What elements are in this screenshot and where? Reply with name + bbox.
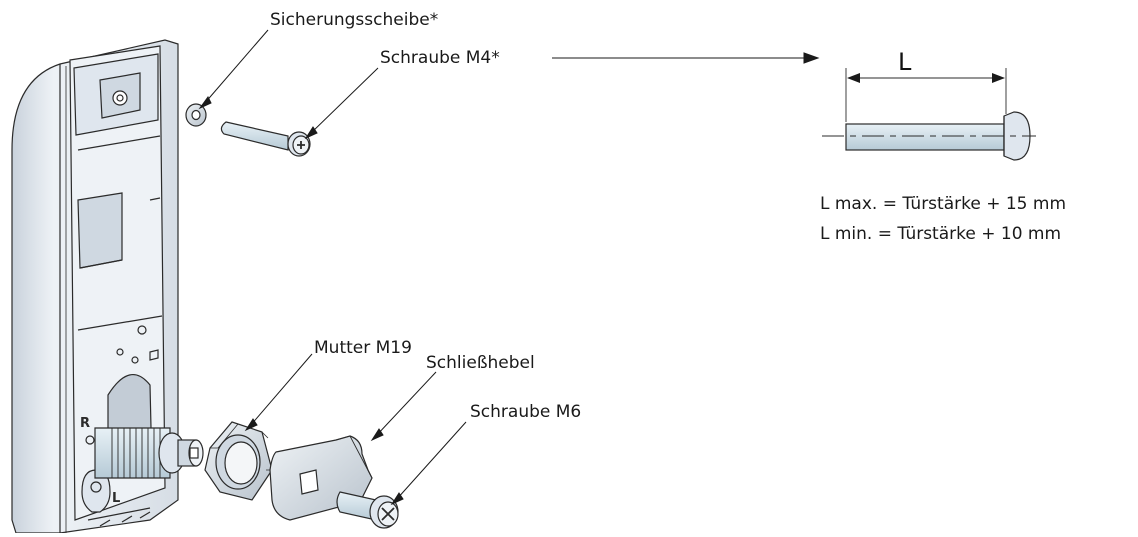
label-sicherungsscheibe: Sicherungsscheibe* [270, 10, 439, 30]
formula-l-min: L min. = Türstärke + 10 mm [820, 224, 1062, 244]
label-schraube-m4: Schraube M4* [380, 48, 500, 68]
screw-m4 [220, 121, 311, 157]
label-schraube-m6: Schraube M6 [470, 402, 582, 422]
leader-lines [198, 29, 820, 506]
svg-text:L: L [112, 491, 120, 506]
screw-m6 [336, 491, 399, 529]
screw-detail [822, 68, 1036, 161]
lock-cylinder [94, 427, 204, 479]
nut-m19 [204, 421, 273, 501]
formula-l-max: L max. = Türstärke + 15 mm [820, 194, 1067, 214]
dimension-letter-l: L [898, 48, 912, 76]
mark-r: R [80, 416, 90, 431]
housing-markings: R L [80, 416, 120, 506]
lock-washer [185, 103, 207, 127]
lock-housing [11, 39, 179, 534]
label-mutter-m19: Mutter M19 [314, 338, 412, 358]
label-schliesshebel: Schließhebel [426, 353, 535, 373]
